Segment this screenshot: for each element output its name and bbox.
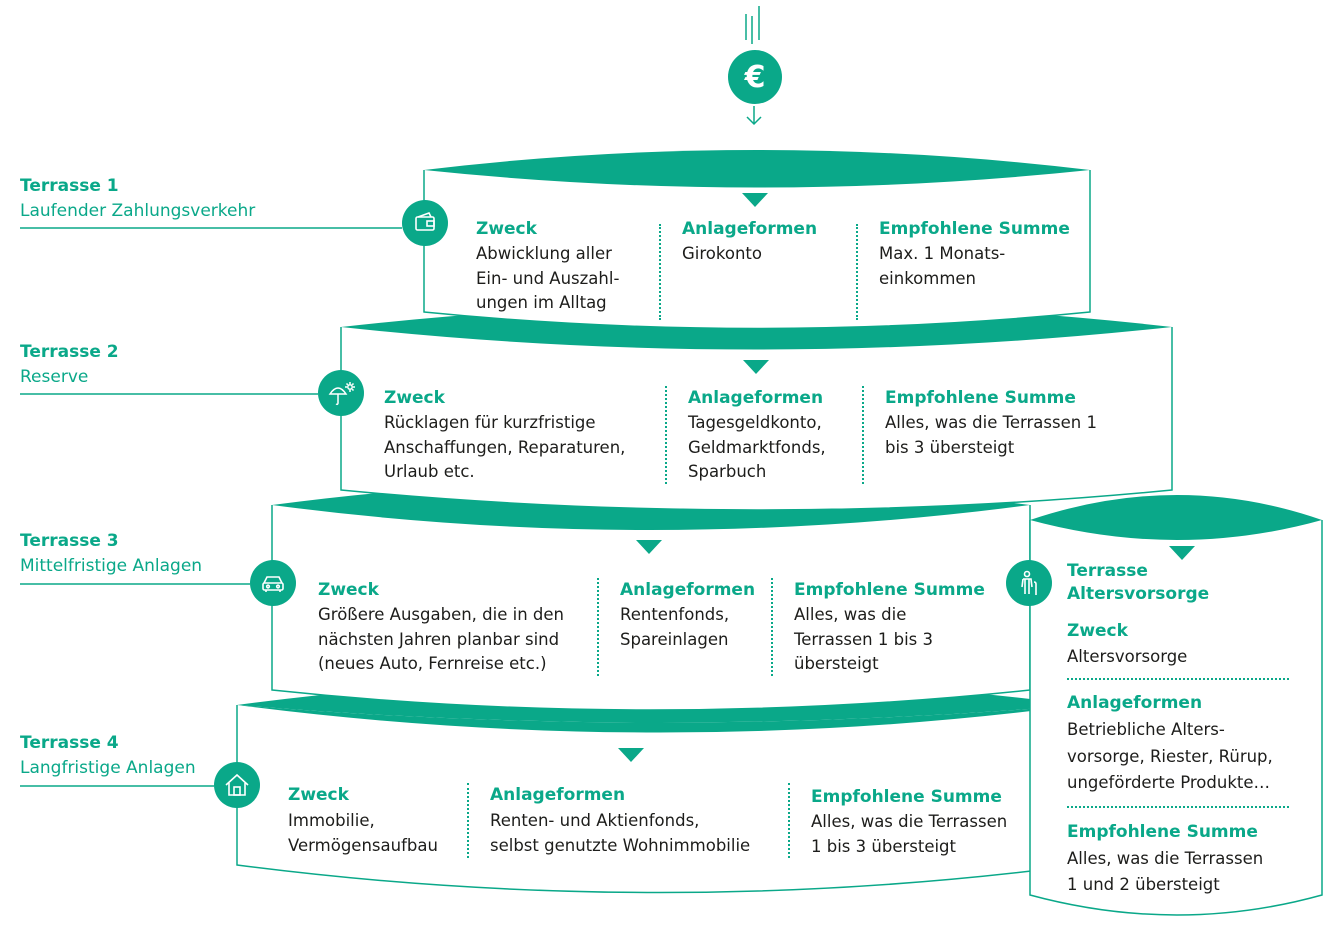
- tier-2-col3-text: Alles, was die Terrassen 1 bis 3 überste…: [885, 413, 1097, 457]
- tier-4-col1-head: Zweck: [288, 785, 349, 805]
- down-arrow-icon: [746, 106, 762, 126]
- house-icon: [214, 762, 260, 808]
- tier-4-col2-head: Anlageformen: [490, 785, 626, 805]
- tier-3-col2-text: Rentenfonds, Spareinlagen: [620, 605, 730, 649]
- tier-2-label-sub: Reserve: [20, 367, 89, 387]
- side-col3-head: Empfohlene Summe: [1067, 822, 1258, 842]
- side-col1-text: Altersvorsorge: [1067, 647, 1188, 666]
- side-col3-text: Alles, was die Terrassen 1 und 2 überste…: [1067, 849, 1264, 894]
- tier-1-col2-head: Anlageformen: [682, 219, 818, 239]
- tier-3-label-sub: Mittelfristige Anlagen: [20, 556, 203, 576]
- tier-1-label: Terrasse 1 Laufender Zahlungsverkehr: [20, 174, 255, 224]
- tier-1-col3-head: Empfohlene Summe: [879, 219, 1070, 239]
- side-title: Terrasse Altersvorsorge: [1067, 561, 1210, 604]
- tier-3-col1-head: Zweck: [318, 580, 379, 600]
- divider: [467, 783, 469, 858]
- divider: [788, 783, 790, 858]
- wallet-icon: [402, 200, 448, 246]
- tier-3-col3-text: Alles, was die Terrassen 1 bis 3 überste…: [794, 605, 934, 673]
- tier-1-col2-text: Girokonto: [682, 244, 762, 263]
- tier-1-top: [424, 150, 1090, 188]
- divider: [659, 224, 661, 320]
- car-icon: [250, 560, 296, 606]
- tier-2-col3-head: Empfohlene Summe: [885, 388, 1076, 408]
- side-top: [1030, 495, 1322, 540]
- tier-3-col2-head: Anlageformen: [620, 580, 756, 600]
- tier-3-col1-text: Größere Ausgaben, die in den nächsten Ja…: [318, 605, 564, 673]
- tier-2-label: Terrasse 2 Reserve: [20, 340, 119, 390]
- tier-4-col1-text: Immobilie, Vermögensaufbau: [288, 811, 438, 855]
- tier-4-col3-head: Empfohlene Summe: [811, 787, 1002, 807]
- divider: [1067, 806, 1289, 808]
- tier-4-label-title: Terrasse 4: [20, 733, 119, 753]
- divider: [862, 386, 864, 484]
- tier-1-col1-text: Abwicklung aller Ein- und Auszahl- ungen…: [476, 244, 620, 312]
- tier-3-col3-head: Empfohlene Summe: [794, 580, 985, 600]
- tier-3-label: Terrasse 3 Mittelfristige Anlagen: [20, 529, 202, 579]
- divider: [597, 578, 599, 676]
- tier-4-col3-text: Alles, was die Terrassen 1 bis 3 überste…: [811, 812, 1008, 856]
- tier-4-label-sub: Langfristige Anlagen: [20, 758, 196, 778]
- side-col2-head: Anlageformen: [1067, 693, 1203, 713]
- divider: [771, 578, 773, 676]
- tier-4-col2-text: Renten- und Aktienfonds, selbst genutzte…: [490, 811, 751, 855]
- divider: [1067, 678, 1289, 680]
- tier-2-col2-head: Anlageformen: [688, 388, 824, 408]
- falling-lines: [745, 6, 760, 44]
- tier-4-label: Terrasse 4 Langfristige Anlagen: [20, 731, 196, 781]
- tier-1-col1-head: Zweck: [476, 219, 537, 239]
- tier-3-label-title: Terrasse 3: [20, 531, 119, 551]
- tier-4-shape: [236, 705, 1081, 894]
- divider: [665, 386, 667, 484]
- tier-2-col1-text: Rücklagen für kurzfristige Anschaffungen…: [384, 413, 626, 481]
- tier-1-label-sub: Laufender Zahlungsverkehr: [20, 201, 256, 221]
- umbrella-sun-icon: [318, 370, 364, 416]
- euro-coin-icon: €: [728, 50, 782, 104]
- elderly-person-icon: [1006, 560, 1052, 606]
- divider: [856, 224, 858, 320]
- tier-2-col1-head: Zweck: [384, 388, 445, 408]
- tier-1-label-title: Terrasse 1: [20, 176, 119, 196]
- side-col1-head: Zweck: [1067, 621, 1128, 641]
- tier-1-col3-text: Max. 1 Monats- einkommen: [879, 244, 1006, 288]
- side-col2-text: Betriebliche Alters- vorsorge, Riester, …: [1067, 720, 1273, 792]
- tier-2-col2-text: Tagesgeldkonto, Geldmarktfonds, Sparbuch: [688, 413, 826, 481]
- tier-2-label-title: Terrasse 2: [20, 342, 119, 362]
